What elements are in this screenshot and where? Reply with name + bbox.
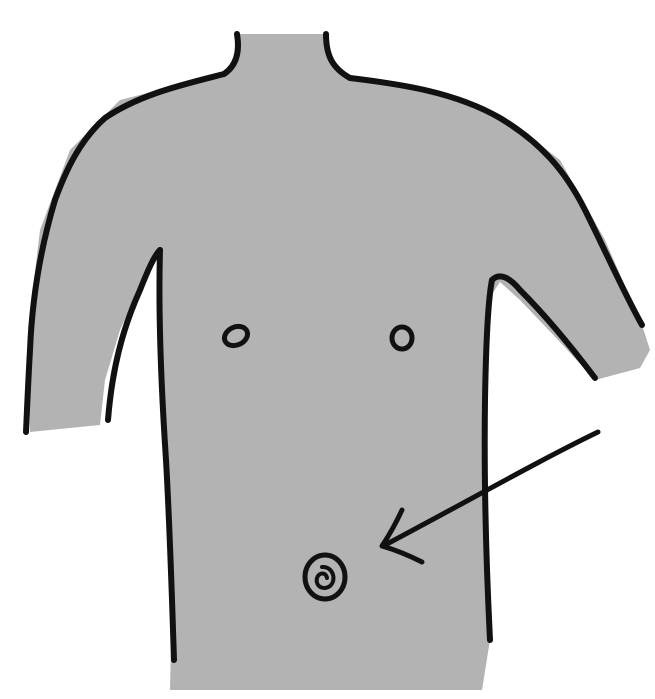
right-torso-outline [485, 280, 492, 640]
